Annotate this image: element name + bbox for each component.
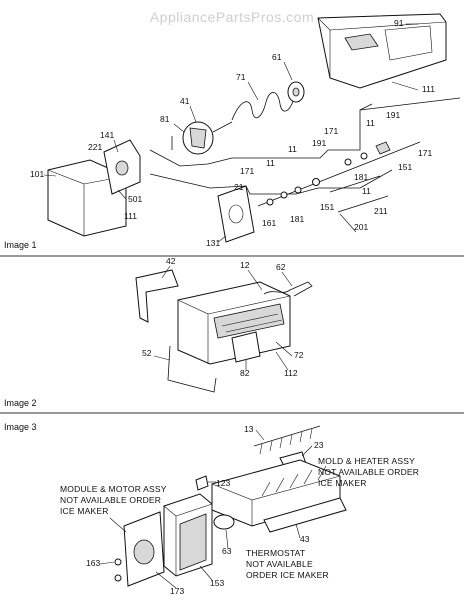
label-11-b: 11 xyxy=(266,158,275,168)
label-151-right: 151 xyxy=(398,162,412,172)
cover-drawing xyxy=(114,511,165,587)
image1-leaders xyxy=(43,23,419,243)
ejector-drawing xyxy=(253,425,321,455)
note-mold-heater-line2: NOT AVAILABLE ORDER xyxy=(318,467,419,477)
label-191-mid: 191 xyxy=(312,138,326,148)
image3-caption: Image 3 xyxy=(4,422,37,432)
label-211: 211 xyxy=(374,206,388,216)
label-11-low: 11 xyxy=(362,186,371,196)
label-191-top: 191 xyxy=(386,110,400,120)
note-thermostat: THERMOSTAT NOT AVAILABLE ORDER ICE MAKER xyxy=(246,548,329,580)
label-11-a: 11 xyxy=(288,144,297,154)
label-42: 42 xyxy=(166,256,176,266)
label-43: 43 xyxy=(300,534,310,544)
label-111-top: 111 xyxy=(422,84,435,94)
auger-spring-drawing xyxy=(231,81,305,121)
rear-plate-drawing xyxy=(217,185,255,243)
label-141: 141 xyxy=(100,130,114,140)
harness-drawing xyxy=(263,281,313,297)
image1-labels: 91 61 71 111 41 81 141 221 101 501 111 1… xyxy=(30,18,435,248)
duct-outline xyxy=(149,97,461,195)
note-module-motor-line2: NOT AVAILABLE ORDER xyxy=(60,495,161,505)
image2-labels: 42 12 62 52 72 82 112 xyxy=(142,256,304,378)
label-181-low: 181 xyxy=(290,214,304,224)
note-mold-heater: MOLD & HEATER ASSY NOT AVAILABLE ORDER I… xyxy=(318,456,419,488)
label-181-right: 181 xyxy=(354,172,368,182)
note-thermostat-line1: THERMOSTAT xyxy=(246,548,305,558)
image3-leaders xyxy=(99,429,313,589)
note-module-motor-line1: MODULE & MOTOR ASSY xyxy=(60,484,167,494)
ice-bucket-drawing xyxy=(317,13,447,89)
image3-labels: 13 23 123 43 63 163 173 153 xyxy=(86,424,324,596)
front-cover-drawing xyxy=(47,139,141,237)
shaft-hardware-drawing xyxy=(257,141,421,213)
image1-caption: Image 1 xyxy=(4,240,37,250)
clip-drawing xyxy=(195,475,209,491)
label-91: 91 xyxy=(394,18,404,28)
label-82: 82 xyxy=(240,368,250,378)
label-71: 71 xyxy=(236,72,246,82)
label-11-top: 11 xyxy=(366,118,375,128)
label-23: 23 xyxy=(314,440,324,450)
label-123: 123 xyxy=(216,478,230,488)
note-mold-heater-line1: MOLD & HEATER ASSY xyxy=(318,456,415,466)
label-101: 101 xyxy=(30,169,44,179)
label-153: 153 xyxy=(210,578,224,588)
module-housing-drawing xyxy=(163,493,213,577)
label-21: 21 xyxy=(234,182,244,192)
label-151-low: 151 xyxy=(320,202,334,212)
label-131: 131 xyxy=(206,238,220,248)
label-62: 62 xyxy=(276,262,286,272)
note-module-motor-line3: ICE MAKER xyxy=(60,506,109,516)
note-module-motor: MODULE & MOTOR ASSY NOT AVAILABLE ORDER … xyxy=(60,484,167,533)
note-thermostat-line2: NOT AVAILABLE xyxy=(246,559,313,569)
label-111-left: 111 xyxy=(124,211,137,221)
impeller-drawing xyxy=(182,121,233,155)
note-mold-heater-line3: ICE MAKER xyxy=(318,478,367,488)
heater-drawing xyxy=(263,497,347,533)
shutoff-arm-drawing xyxy=(167,345,217,393)
label-61: 61 xyxy=(272,52,282,62)
label-163: 163 xyxy=(86,558,100,568)
label-171-right: 171 xyxy=(418,148,432,158)
image2-section: 42 12 62 52 72 82 112 xyxy=(135,256,313,393)
image2-caption: Image 2 xyxy=(4,398,37,408)
label-81: 81 xyxy=(160,114,170,124)
label-112: 112 xyxy=(284,368,298,378)
label-161: 161 xyxy=(262,218,276,228)
label-72: 72 xyxy=(294,350,304,360)
label-171-left: 171 xyxy=(240,166,254,176)
image3-section: 13 23 123 43 63 163 173 153 MOLD & HEATE… xyxy=(60,424,419,596)
ice-maker-drawing xyxy=(177,281,291,365)
label-501: 501 xyxy=(128,194,142,204)
image1-section: 91 61 71 111 41 81 141 221 101 501 111 1… xyxy=(30,13,461,248)
label-13: 13 xyxy=(244,424,254,434)
label-173: 173 xyxy=(170,586,184,596)
bracket-drawing xyxy=(135,269,179,323)
label-41: 41 xyxy=(180,96,190,106)
label-63: 63 xyxy=(222,546,232,556)
label-221: 221 xyxy=(88,142,102,152)
label-171-mid: 171 xyxy=(324,126,338,136)
note-thermostat-line3: ORDER ICE MAKER xyxy=(246,570,329,580)
label-12: 12 xyxy=(240,260,250,270)
label-52: 52 xyxy=(142,348,152,358)
label-201: 201 xyxy=(354,222,368,232)
thermostat-drawing xyxy=(213,514,235,530)
watermark: AppliancePartsPros.com xyxy=(150,9,314,25)
image2-leaders xyxy=(153,265,293,371)
